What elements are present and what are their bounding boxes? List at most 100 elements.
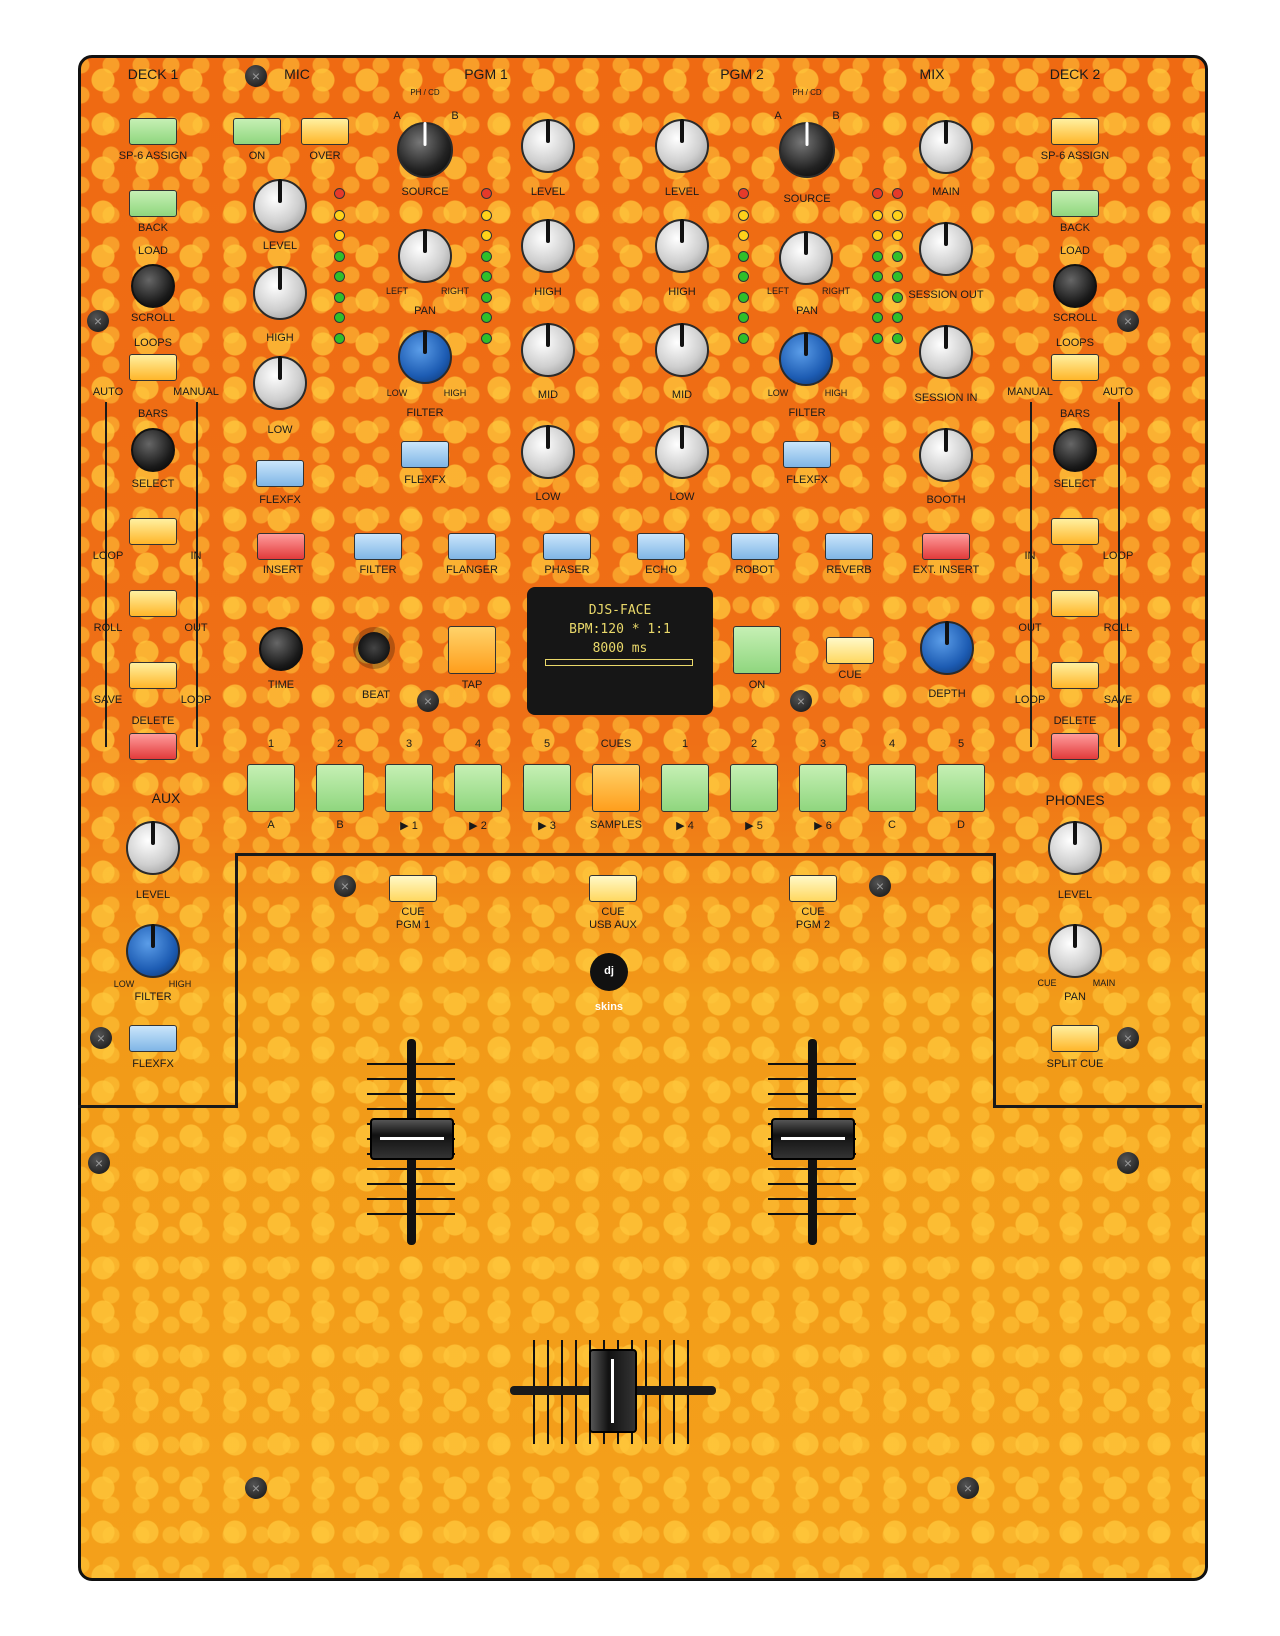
- fx-depth-knob[interactable]: [920, 621, 974, 675]
- fx-echo-label: ECHO: [645, 564, 677, 576]
- pgm1-source-knob[interactable]: [397, 122, 453, 178]
- pgm1-filter-knob[interactable]: [398, 330, 452, 384]
- pgm2-low-knob[interactable]: [655, 425, 709, 479]
- deck2-back-button[interactable]: [1051, 190, 1099, 217]
- pgm2-level-label: LEVEL: [664, 186, 700, 198]
- fx-robot-button[interactable]: [731, 533, 779, 560]
- fx-ext-insert-label: EXT. INSERT: [912, 564, 980, 576]
- fx-flanger-button[interactable]: [448, 533, 496, 560]
- deck1-delete-button[interactable]: [129, 733, 177, 760]
- cue-pad[interactable]: [661, 764, 709, 812]
- aux-filter-knob[interactable]: [126, 924, 180, 978]
- mic-over-button[interactable]: [301, 118, 349, 145]
- pgm2-flexfx-button[interactable]: [783, 441, 831, 468]
- pgm1-pan-knob[interactable]: [398, 229, 452, 283]
- deck1-back-button[interactable]: [129, 190, 177, 217]
- cue-pad[interactable]: [523, 764, 571, 812]
- pgm2-mid-knob[interactable]: [655, 323, 709, 377]
- fx-insert-button[interactable]: [257, 533, 305, 560]
- aux-level-knob[interactable]: [126, 821, 180, 875]
- deck1-select-label: SELECT: [131, 478, 175, 490]
- fx-phaser-button[interactable]: [543, 533, 591, 560]
- fx-time-encoder[interactable]: [259, 627, 303, 671]
- fx-ext-insert-button[interactable]: [922, 533, 970, 560]
- deck1-loop-in-button[interactable]: [129, 518, 177, 545]
- cue-usb-aux-button[interactable]: [589, 875, 637, 902]
- fx-filter-button[interactable]: [354, 533, 402, 560]
- deck1-roll-out-button[interactable]: [129, 590, 177, 617]
- mix-main-knob[interactable]: [919, 120, 973, 174]
- pgm1-level-knob[interactable]: [521, 119, 575, 173]
- fx-on-button[interactable]: [733, 626, 781, 674]
- pgm2-pan-knob[interactable]: [779, 231, 833, 285]
- deck2-loops-button[interactable]: [1051, 354, 1099, 381]
- deck1-scroll-encoder[interactable]: [131, 264, 175, 308]
- meter-led: [334, 333, 345, 344]
- pgm1-high-knob[interactable]: [521, 219, 575, 273]
- mix-session-out-knob[interactable]: [919, 222, 973, 276]
- pgm2-source-knob[interactable]: [779, 122, 835, 178]
- pgm2-high-knob[interactable]: [655, 219, 709, 273]
- mic-on-button[interactable]: [233, 118, 281, 145]
- deck1-loops-button[interactable]: [129, 354, 177, 381]
- pgm1-mid-knob[interactable]: [521, 323, 575, 377]
- cue-pad[interactable]: [937, 764, 985, 812]
- mic-low-knob[interactable]: [253, 356, 307, 410]
- meter-led: [334, 292, 345, 303]
- deck2-delete-button[interactable]: [1051, 733, 1099, 760]
- cue-pad[interactable]: [868, 764, 916, 812]
- mix-booth-label: BOOTH: [926, 494, 966, 506]
- pgm2-low-eq-label: LOW: [669, 491, 695, 503]
- pgm1-low-knob[interactable]: [521, 425, 575, 479]
- cue-pad[interactable]: [247, 764, 295, 812]
- cue-pad[interactable]: [316, 764, 364, 812]
- cue-pgm1-button[interactable]: [389, 875, 437, 902]
- pgm2-fader-cap[interactable]: [771, 1118, 855, 1160]
- crossfader-cap[interactable]: [589, 1349, 637, 1433]
- section-pgm2: PGM 2: [720, 66, 764, 82]
- mic-high-label: HIGH: [266, 332, 294, 344]
- mix-booth-knob[interactable]: [919, 428, 973, 482]
- pgm2-level-knob[interactable]: [655, 119, 709, 173]
- mic-flexfx-button[interactable]: [256, 460, 304, 487]
- pgm2-filter-knob[interactable]: [779, 332, 833, 386]
- display-line1: DJS-FACE: [588, 603, 652, 618]
- meter-led: [738, 333, 749, 344]
- pgm2-low-label: LOW: [767, 388, 789, 398]
- cue-pad[interactable]: [730, 764, 778, 812]
- deck1-auto-label: AUTO: [92, 386, 124, 398]
- pgm1-pan-label: PAN: [414, 305, 436, 317]
- samples-pad[interactable]: [592, 764, 640, 812]
- fx-tap-button[interactable]: [448, 626, 496, 674]
- fx-reverb-button[interactable]: [825, 533, 873, 560]
- deck2-scroll-encoder[interactable]: [1053, 264, 1097, 308]
- cue-pad[interactable]: [454, 764, 502, 812]
- pgm1-flexfx-button[interactable]: [401, 441, 449, 468]
- mix-session-in-knob[interactable]: [919, 325, 973, 379]
- fx-echo-button[interactable]: [637, 533, 685, 560]
- aux-flexfx-button[interactable]: [129, 1025, 177, 1052]
- deck1-sp6-label: SP-6 ASSIGN: [118, 150, 188, 162]
- cue-pad[interactable]: [385, 764, 433, 812]
- pgm1-mid-label: MID: [537, 389, 559, 401]
- cue-usb-sublabel: USB AUX: [589, 919, 637, 931]
- phones-split-cue-button[interactable]: [1051, 1025, 1099, 1052]
- cue-pgm2-button[interactable]: [789, 875, 837, 902]
- deck1-save-loop-button[interactable]: [129, 662, 177, 689]
- deck2-loop-in-button[interactable]: [1051, 518, 1099, 545]
- mic-high-knob[interactable]: [253, 266, 307, 320]
- deck1-sp6-assign-button[interactable]: [129, 118, 177, 145]
- mic-level-knob[interactable]: [253, 179, 307, 233]
- cue-pad[interactable]: [799, 764, 847, 812]
- fx-cue-button[interactable]: [826, 637, 874, 664]
- deck2-bars-encoder[interactable]: [1053, 428, 1097, 472]
- phones-pan-knob[interactable]: [1048, 924, 1102, 978]
- pgm1-fader-cap[interactable]: [370, 1118, 454, 1160]
- deck1-bars-encoder[interactable]: [131, 428, 175, 472]
- deck2-sp6-assign-button[interactable]: [1051, 118, 1099, 145]
- meter-led: [872, 230, 883, 241]
- deck2-roll-out-button[interactable]: [1051, 590, 1099, 617]
- phones-level-knob[interactable]: [1048, 821, 1102, 875]
- deck2-save-loop-button[interactable]: [1051, 662, 1099, 689]
- meter-led: [334, 251, 345, 262]
